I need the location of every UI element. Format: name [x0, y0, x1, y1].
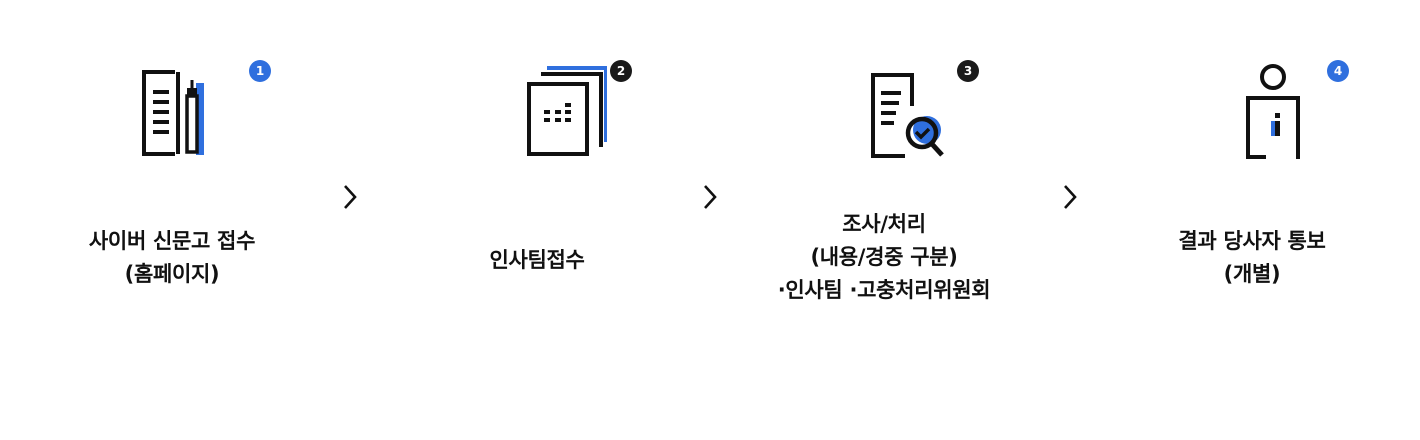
step-label: 결과 당사자 통보 (개별)	[1178, 229, 1326, 286]
step-label: 인사팀접수	[489, 248, 585, 272]
person-info-icon	[1246, 64, 1300, 159]
step-2: 2 인사팀접수	[367, 0, 707, 440]
chevron-right-icon	[702, 183, 718, 211]
step-number-badge: 3	[957, 60, 979, 82]
step-3: 3 조사/처리 (내용/경중 구분) ·인사팀 ·고충처리위원회	[714, 0, 1054, 440]
step-4: 4 결과 당사자 통보 (개별)	[1082, 0, 1420, 440]
step-label: 조사/처리 (내용/경중 구분) ·인사팀 ·고충처리위원회	[777, 212, 991, 302]
chevron-right-icon	[1062, 183, 1078, 211]
chevron-right-icon	[342, 183, 358, 211]
step-number-badge: 2	[610, 60, 632, 82]
stacked-documents-icon	[527, 66, 607, 156]
step-label: 사이버 신문고 접수 (홈페이지)	[88, 229, 256, 286]
step-number-badge: 1	[249, 60, 271, 82]
step-1: 1 사이버 신문고 접수 (홈페이지)	[2, 0, 342, 440]
step-number-badge: 4	[1327, 60, 1349, 82]
document-pen-icon	[142, 70, 204, 156]
document-search-check-icon	[871, 73, 944, 158]
